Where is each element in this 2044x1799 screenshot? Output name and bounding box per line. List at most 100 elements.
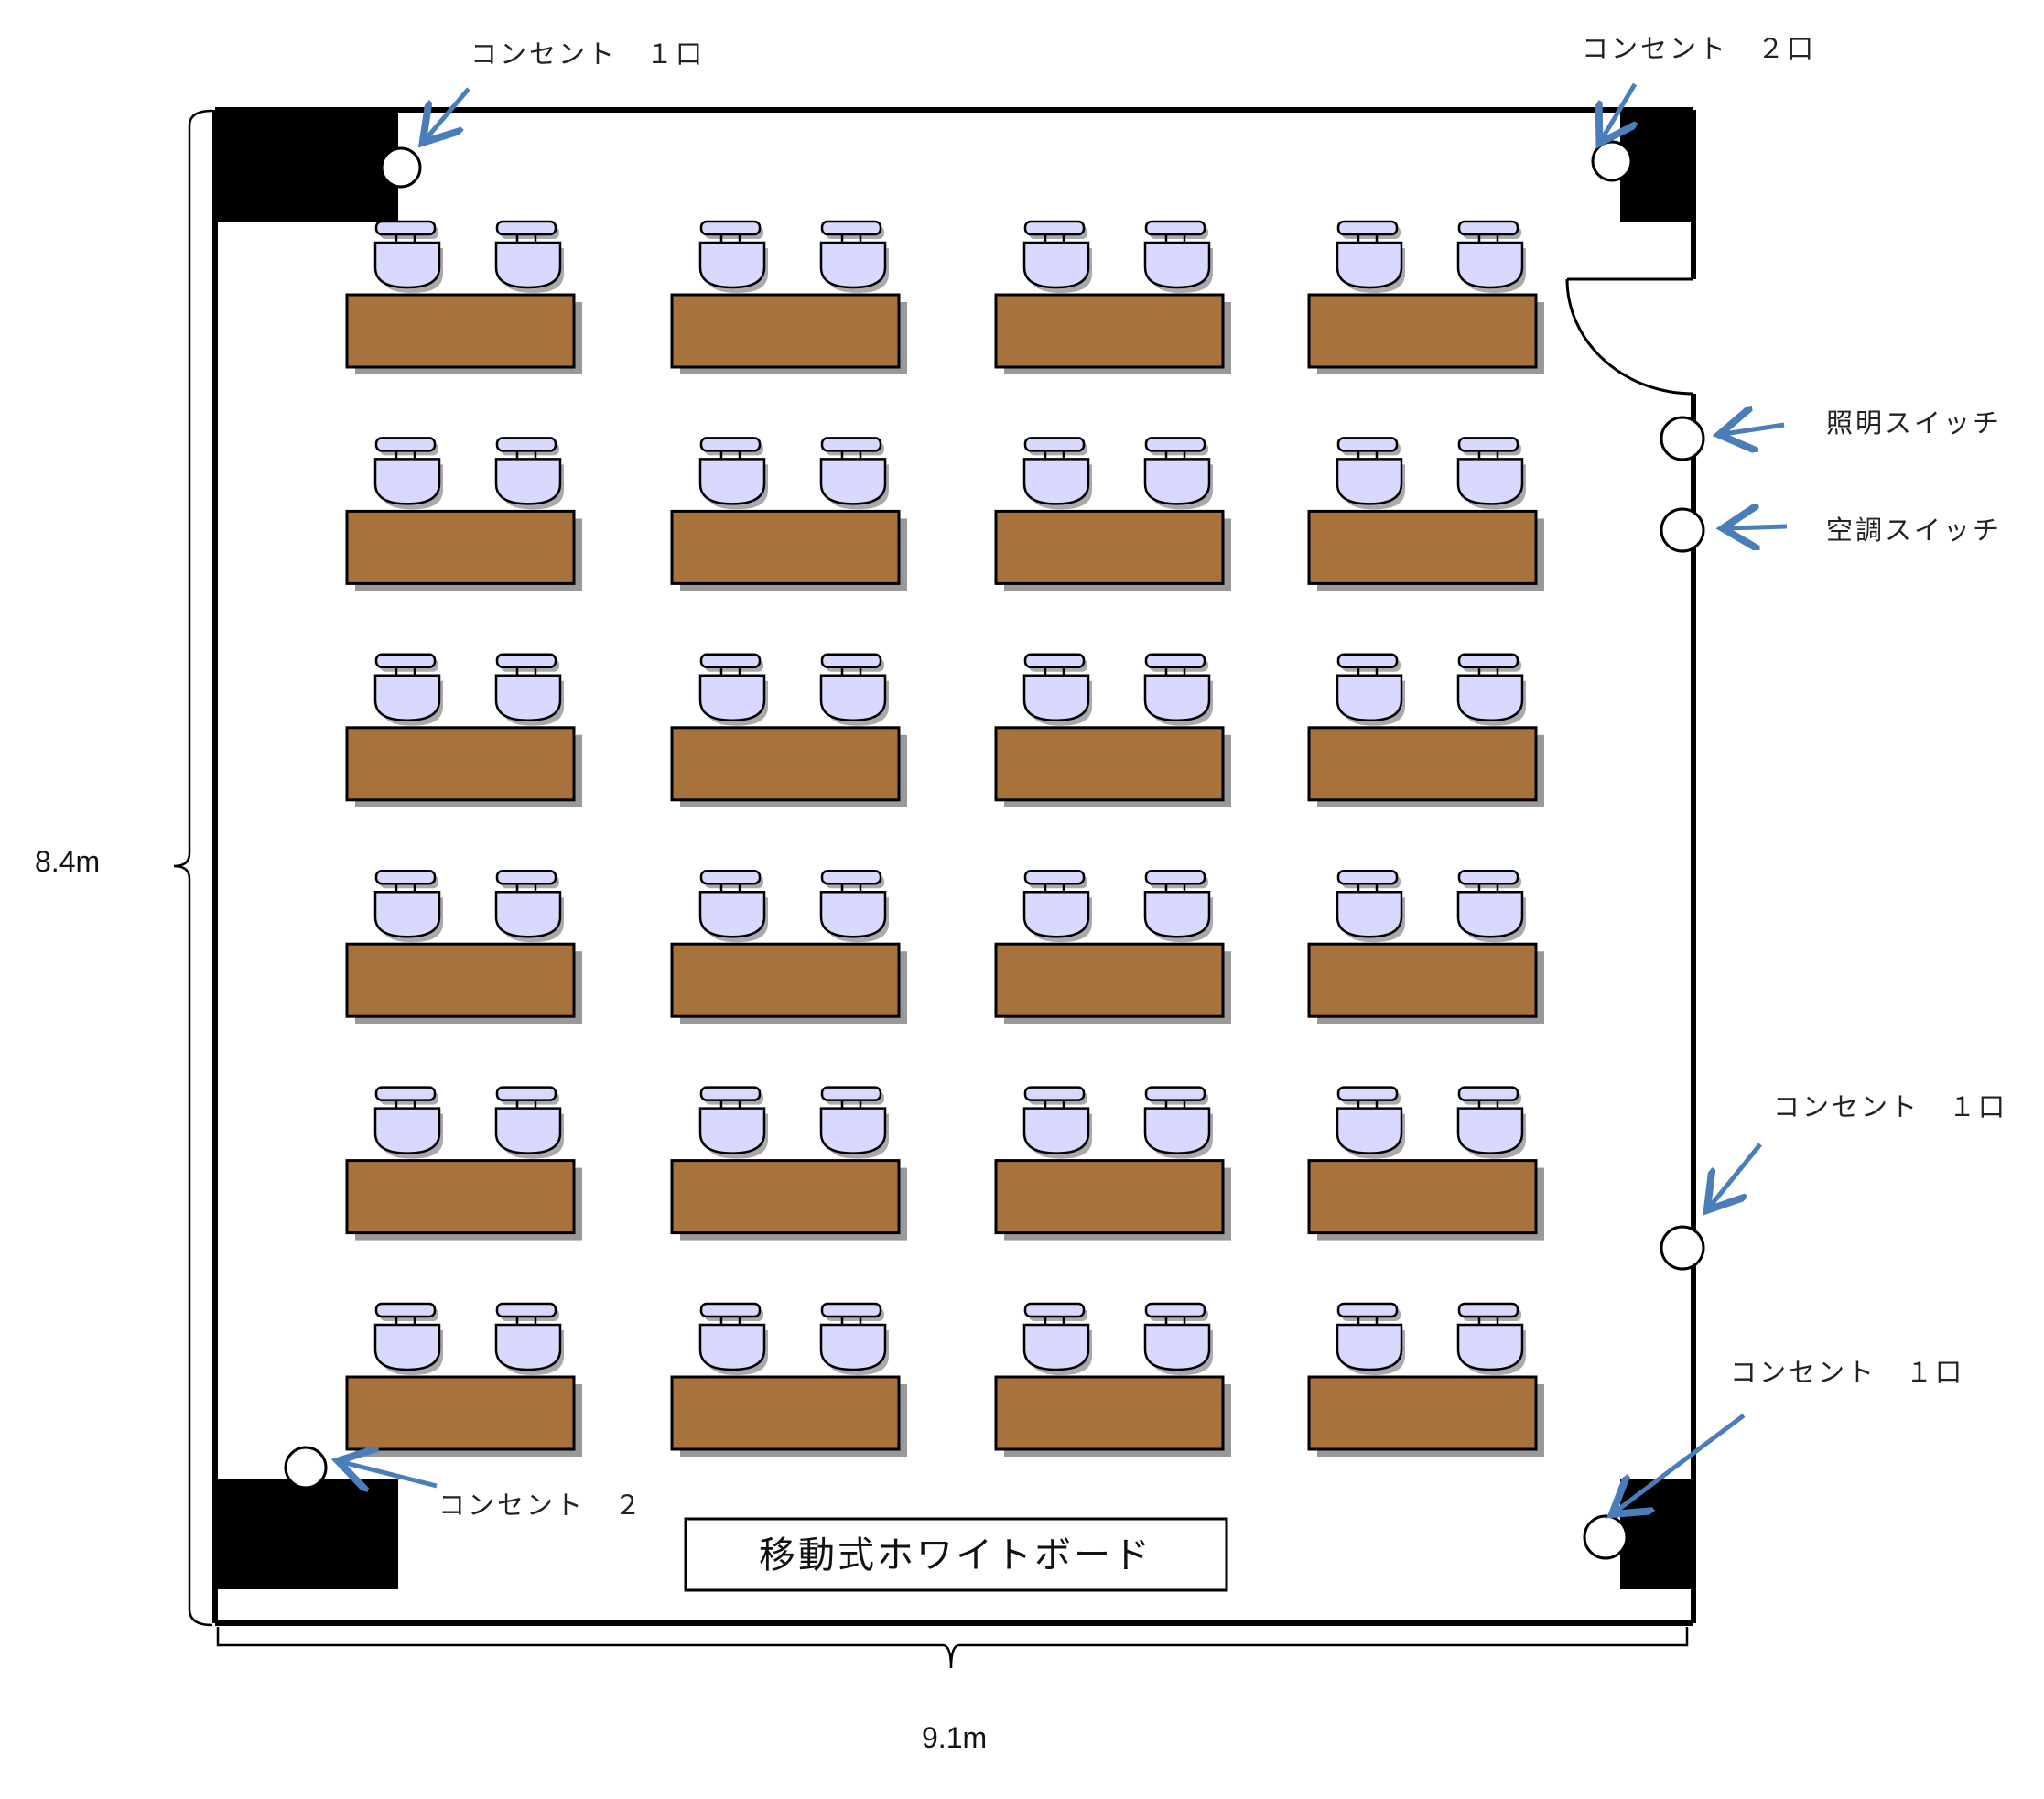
chair xyxy=(819,1086,889,1159)
arrow-outlet-right-bottom xyxy=(1616,1414,1746,1512)
desk-group xyxy=(670,869,907,1024)
desk xyxy=(994,726,1225,802)
chair xyxy=(1456,653,1526,726)
outlet-right-mid xyxy=(1660,1225,1705,1271)
desk-group xyxy=(994,437,1231,591)
arrow-outlet-bottom-left xyxy=(342,1462,438,1486)
pillar-bottom-right xyxy=(1620,1479,1693,1589)
chair xyxy=(698,1086,768,1159)
chair xyxy=(698,1302,768,1375)
desk xyxy=(994,293,1225,369)
chair xyxy=(494,1086,564,1159)
chair xyxy=(1022,1302,1092,1375)
desk-group xyxy=(994,653,1231,807)
chair xyxy=(1336,437,1405,510)
desk-group xyxy=(345,1086,582,1241)
chair xyxy=(819,653,889,726)
chair xyxy=(1143,1302,1213,1375)
desk xyxy=(670,293,901,369)
arrow-outlet-right-mid xyxy=(1710,1143,1762,1207)
outlet-right-bottom xyxy=(1583,1514,1628,1560)
arrows xyxy=(342,82,1788,1512)
desk-group xyxy=(1307,653,1544,807)
label-outlet-top-right: コンセント ２口 xyxy=(1582,33,1816,64)
desk xyxy=(345,942,576,1018)
pillar-top-left xyxy=(215,110,398,222)
chair xyxy=(698,437,768,510)
desk xyxy=(670,1375,901,1451)
ac-switch xyxy=(1660,507,1705,553)
light-switch xyxy=(1660,416,1705,461)
desk-group xyxy=(345,437,582,591)
chair xyxy=(373,220,443,293)
height-brace xyxy=(173,109,213,1627)
label-outlet-right-mid: コンセント １口 xyxy=(1773,1091,2007,1122)
arrow-ac-switch xyxy=(1727,526,1788,528)
chair xyxy=(1336,220,1405,293)
chair xyxy=(373,1302,443,1375)
chair xyxy=(819,1302,889,1375)
chair xyxy=(373,437,443,510)
chair xyxy=(819,220,889,293)
chair xyxy=(494,437,564,510)
desk xyxy=(994,942,1225,1018)
desk-group xyxy=(994,220,1231,374)
label-ac-switch: 空調スイッチ xyxy=(1826,515,2002,546)
chair xyxy=(1143,437,1213,510)
desk-group xyxy=(1307,220,1544,374)
desk-group xyxy=(1307,869,1544,1024)
chair xyxy=(1456,1086,1526,1159)
label-outlet-bottom-left: コンセント ２ xyxy=(438,1490,643,1521)
desk-group xyxy=(1307,1086,1544,1241)
arrow-outlet-top-right xyxy=(1602,82,1635,139)
desk-group xyxy=(670,220,907,374)
arrow-outlet-top-left xyxy=(426,87,470,139)
outlets xyxy=(284,140,1705,1560)
door xyxy=(1565,277,1694,396)
desk xyxy=(994,1375,1225,1451)
whiteboard-label: 移動式ホワイトボード xyxy=(759,1534,1152,1577)
desk xyxy=(670,509,901,585)
chair xyxy=(1143,869,1213,943)
chair xyxy=(1143,220,1213,293)
desk-group xyxy=(345,869,582,1024)
chair xyxy=(698,653,768,726)
chair xyxy=(494,1302,564,1375)
desk xyxy=(345,726,576,802)
chair xyxy=(1456,220,1526,293)
chair xyxy=(494,653,564,726)
desk xyxy=(345,1159,576,1235)
chair xyxy=(1143,1086,1213,1159)
desk-group xyxy=(1307,437,1544,591)
desk xyxy=(1307,1159,1538,1235)
whiteboard: 移動式ホワイトボード xyxy=(684,1517,1228,1592)
chair xyxy=(1143,653,1213,726)
desk-group xyxy=(345,653,582,807)
desk-group xyxy=(994,1302,1231,1457)
width-brace xyxy=(216,1627,1689,1669)
chair xyxy=(1022,653,1092,726)
desk xyxy=(345,1375,576,1451)
chair xyxy=(698,869,768,943)
chair xyxy=(1336,869,1405,943)
desk xyxy=(1307,509,1538,585)
chair xyxy=(1456,869,1526,943)
chair xyxy=(373,869,443,943)
desk xyxy=(1307,942,1538,1018)
arrow-light-switch xyxy=(1724,425,1785,434)
desk xyxy=(345,293,576,369)
desk xyxy=(1307,293,1538,369)
desk-group xyxy=(994,869,1231,1024)
desk-group xyxy=(670,653,907,807)
desk xyxy=(994,509,1225,585)
desk-group xyxy=(670,1302,907,1457)
label-light-switch: 照明スイッチ xyxy=(1826,407,2002,439)
desk xyxy=(1307,726,1538,802)
chair xyxy=(1022,869,1092,943)
chair xyxy=(373,653,443,726)
pillar-bottom-left xyxy=(215,1479,398,1589)
desk-group xyxy=(994,1086,1231,1241)
desk xyxy=(345,509,576,585)
outlet-bottom-left xyxy=(284,1446,328,1490)
